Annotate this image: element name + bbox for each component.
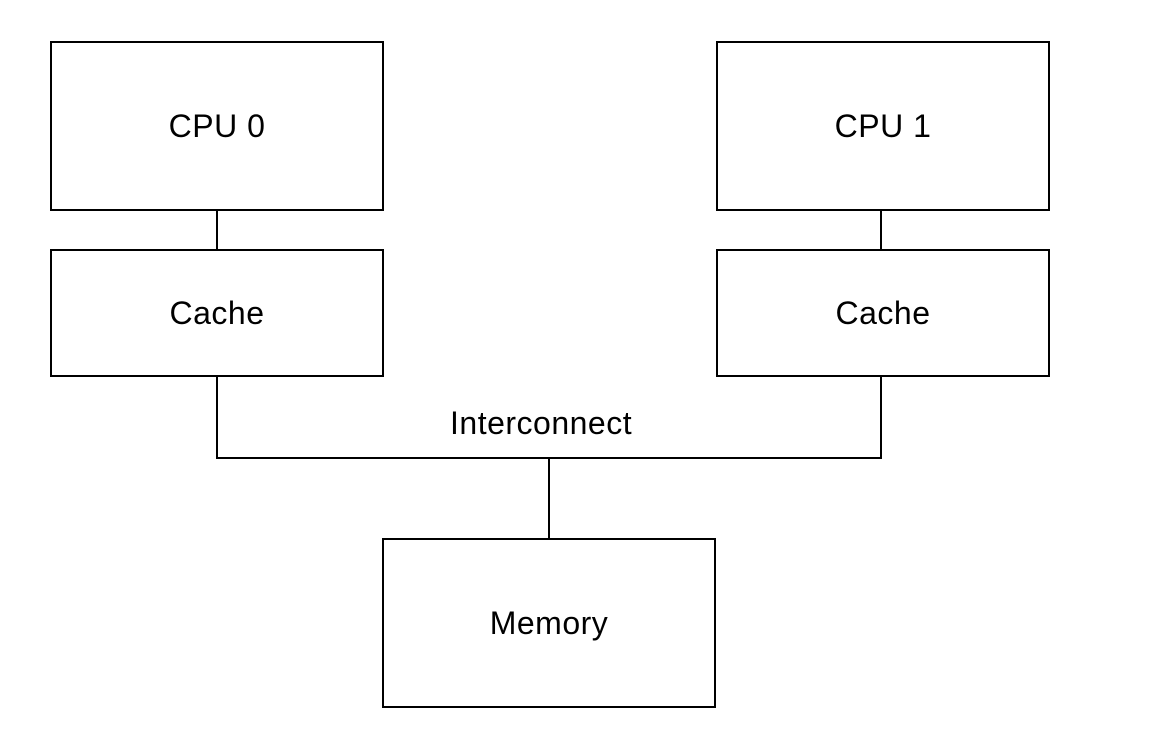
cpu-0-to-cache-0-connector xyxy=(216,211,218,249)
cpu-0-label: CPU 0 xyxy=(168,108,266,144)
cache-1-label: Cache xyxy=(835,295,931,331)
cache-1-to-interconnect-connector xyxy=(880,377,882,459)
cpu-1-to-cache-1-connector xyxy=(880,211,882,249)
memory-label: Memory xyxy=(489,605,609,641)
interconnect-label: Interconnect xyxy=(450,405,633,441)
memory-box: Memory xyxy=(382,538,716,708)
cache-0-to-interconnect-connector xyxy=(216,377,218,459)
interconnect-bus xyxy=(216,457,882,459)
cpu-1-box: CPU 1 xyxy=(716,41,1050,211)
cache-1-box: Cache xyxy=(716,249,1050,377)
cpu-1-label: CPU 1 xyxy=(834,108,932,144)
interconnect-to-memory-connector xyxy=(548,459,550,538)
cache-0-box: Cache xyxy=(50,249,384,377)
cache-0-label: Cache xyxy=(169,295,265,331)
cpu-0-box: CPU 0 xyxy=(50,41,384,211)
